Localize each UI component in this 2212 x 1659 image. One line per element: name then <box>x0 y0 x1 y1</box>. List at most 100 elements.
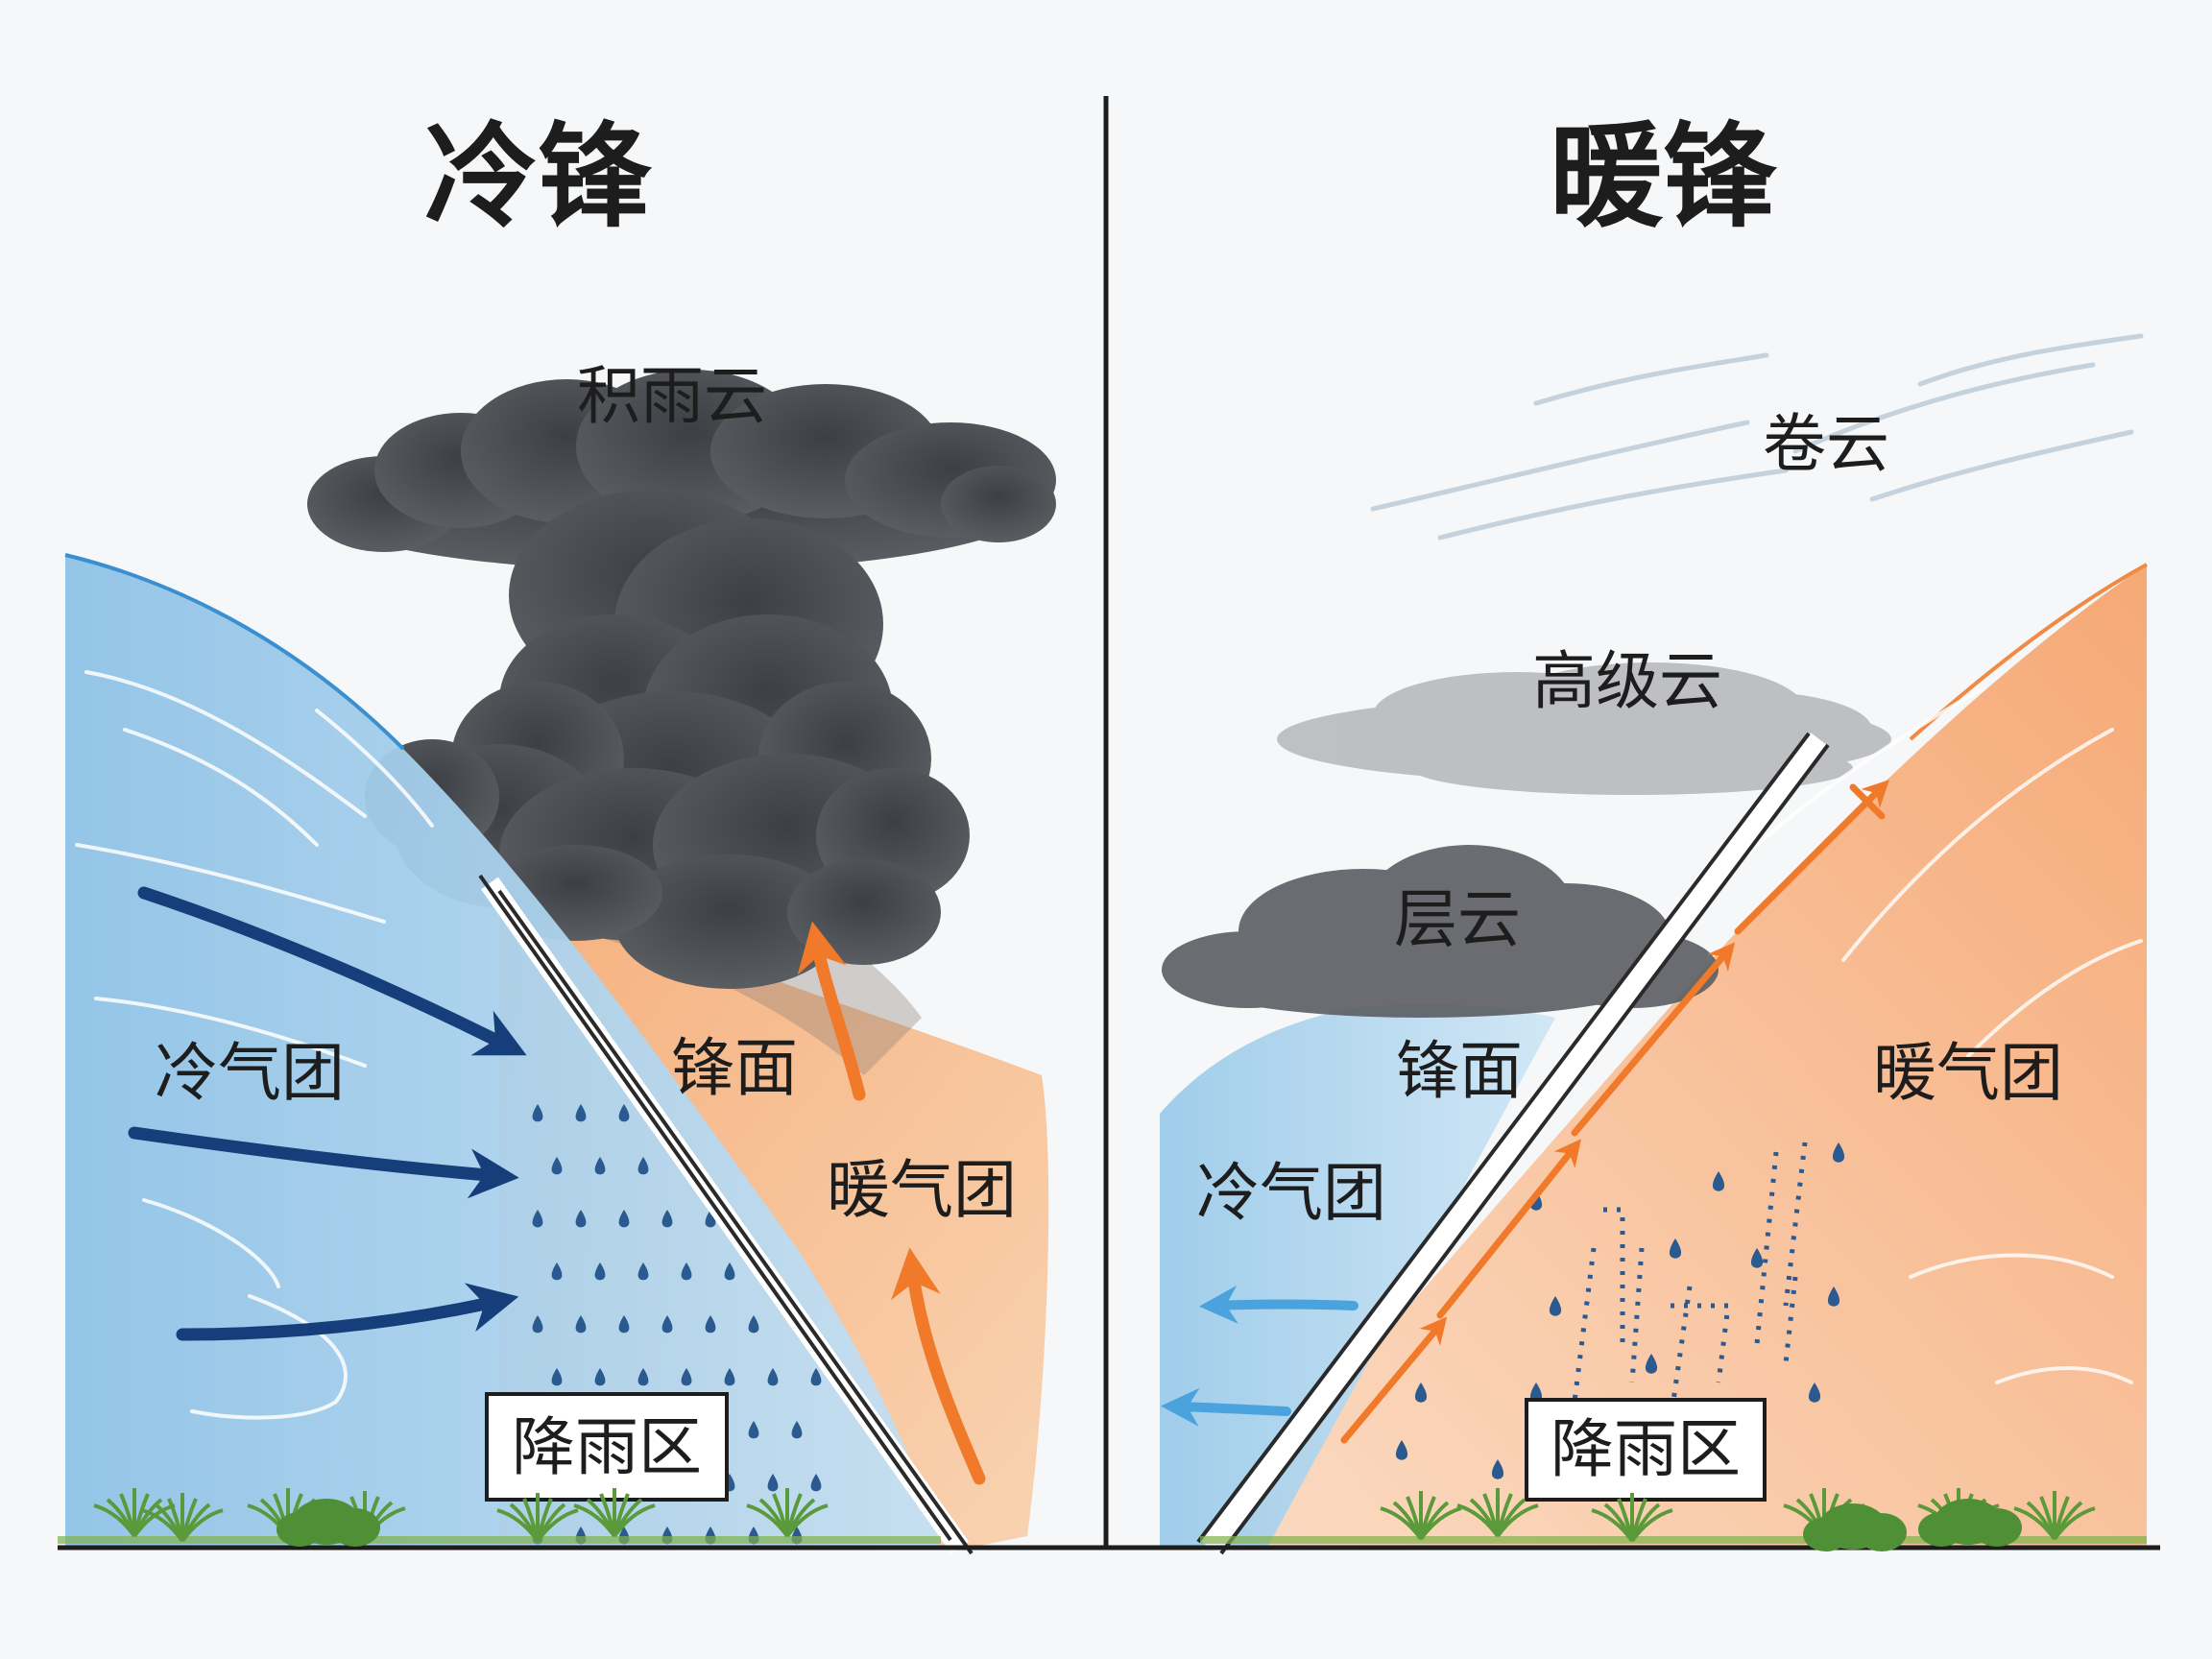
raindrop <box>551 1368 563 1386</box>
grass-tufts <box>93 1488 2096 1551</box>
cold-front-cold-mass-label: 冷气团 <box>155 1036 345 1110</box>
raindrop <box>724 1368 735 1386</box>
raindrop <box>681 1368 692 1386</box>
grass-blade <box>613 1503 656 1538</box>
grass-blade <box>1496 1503 1539 1538</box>
bush <box>1803 1517 1849 1551</box>
warm-front-boundary <box>1196 732 1830 1555</box>
cold-air-arrows <box>128 886 527 1341</box>
cold-front-boundary <box>478 874 974 1555</box>
raindrop <box>1827 1286 1840 1307</box>
cold-air-boundary-line <box>64 553 405 751</box>
raindrop <box>1395 1440 1408 1460</box>
raindrop <box>661 1315 673 1334</box>
raindrop <box>791 1421 803 1439</box>
grass-blade <box>536 1508 579 1543</box>
raindrop <box>705 1210 716 1228</box>
raindrop <box>1645 1354 1658 1374</box>
grass-blade <box>785 1503 829 1538</box>
bush <box>1972 1508 2022 1547</box>
cold-wind-streaks <box>75 670 434 1420</box>
cold-retreat-arrow-2 <box>1161 1387 1291 1427</box>
cold-front-warm-arrows <box>797 921 986 1485</box>
raindrop <box>1832 1142 1845 1163</box>
raindrop <box>575 1315 587 1334</box>
bush <box>1857 1513 1907 1551</box>
warm-front-boundary-label: 锋面 <box>1396 1034 1523 1108</box>
raindrop <box>637 1368 649 1386</box>
raindrop <box>594 1368 606 1386</box>
raindrop <box>705 1315 716 1334</box>
grass-blade <box>2053 1506 2096 1541</box>
raindrop <box>532 1104 543 1122</box>
raindrop <box>551 1157 563 1175</box>
warm-arrow-2 <box>891 1247 986 1485</box>
raindrop <box>767 1368 779 1386</box>
grass-blade <box>1419 1506 1462 1541</box>
raindrop <box>637 1157 649 1175</box>
cold-retreat-arrow-1 <box>1199 1285 1358 1324</box>
raindrop <box>1808 1382 1821 1403</box>
rising-arrow-2 <box>1436 1139 1581 1319</box>
grass-blade <box>1630 1508 1673 1543</box>
warm-front-panel: 暖锋 卷云 高级云 层云 锋面 冷气团 暖气团 降雨区 <box>1160 109 2148 1555</box>
warm-front-title: 暖锋 <box>1550 109 1778 243</box>
cold-front-warm-mass-label: 暖气团 <box>827 1153 1017 1227</box>
raindrop <box>637 1262 649 1281</box>
bush <box>1918 1512 1964 1547</box>
cirrus-label: 卷云 <box>1763 407 1889 481</box>
raindrop <box>724 1262 735 1281</box>
bush <box>276 1512 323 1547</box>
stratus-label: 层云 <box>1394 882 1521 956</box>
cirrus-clouds <box>1370 333 2144 541</box>
cold-arrow-2 <box>128 1126 519 1199</box>
raindrop <box>1712 1171 1725 1191</box>
altostratus-label: 高级云 <box>1532 644 1722 718</box>
cold-front-boundary-label: 锋面 <box>671 1031 798 1105</box>
cold-arrow-1 <box>137 886 527 1056</box>
raindrop <box>618 1210 630 1228</box>
raindrop <box>618 1315 630 1334</box>
raindrop <box>1750 1248 1764 1268</box>
warm-arrow-1 <box>797 921 866 1101</box>
raindrop <box>1669 1238 1682 1259</box>
raindrop <box>661 1210 673 1228</box>
raindrop <box>748 1421 759 1439</box>
raindrop <box>810 1474 822 1492</box>
raindrop <box>1529 1382 1543 1403</box>
cumulonimbus-label: 积雨云 <box>577 359 767 433</box>
warm-front-cold-mass-label: 冷气团 <box>1196 1156 1386 1230</box>
rising-arrow-5 <box>1849 783 1886 820</box>
raindrop <box>618 1104 630 1122</box>
cold-front-panel: 冷锋 积雨云 锋面 冷气团 暖气团 降雨区 <box>64 109 1056 1555</box>
grass-blade <box>180 1508 224 1543</box>
raindrop <box>551 1262 563 1281</box>
cold-arrow-3 <box>176 1283 519 1341</box>
warm-front-rain-zone-label: 降雨区 <box>1551 1412 1741 1486</box>
rising-arrow-4 <box>1734 780 1889 935</box>
raindrop <box>532 1210 543 1228</box>
raindrop <box>1549 1296 1562 1316</box>
raindrop <box>575 1104 587 1122</box>
cold-rain-zone-box <box>485 1392 729 1502</box>
cold-front-title: 冷锋 <box>424 109 653 243</box>
warm-front-drizzle <box>1572 1142 1808 1422</box>
raindrop <box>681 1262 692 1281</box>
raindrop <box>594 1157 606 1175</box>
raindrop <box>1491 1459 1504 1479</box>
warm-rain-zone-box <box>1525 1398 1767 1502</box>
rising-arrow-3 <box>1571 942 1736 1137</box>
bush <box>330 1508 380 1547</box>
raindrop <box>575 1210 587 1228</box>
rising-arrow-1 <box>1340 1316 1448 1444</box>
warm-front-cold-arrows <box>1161 1285 1358 1427</box>
cold-front-rain-zone-label: 降雨区 <box>512 1410 702 1484</box>
stratus-cloud <box>1162 845 1719 1018</box>
ground <box>58 1488 2160 1551</box>
warm-front-warm-air-mass <box>1200 565 2147 1548</box>
raindrop <box>594 1262 606 1281</box>
raindrop <box>532 1315 543 1334</box>
warm-front-rising-arrows <box>1340 780 1889 1444</box>
raindrop <box>810 1368 822 1386</box>
